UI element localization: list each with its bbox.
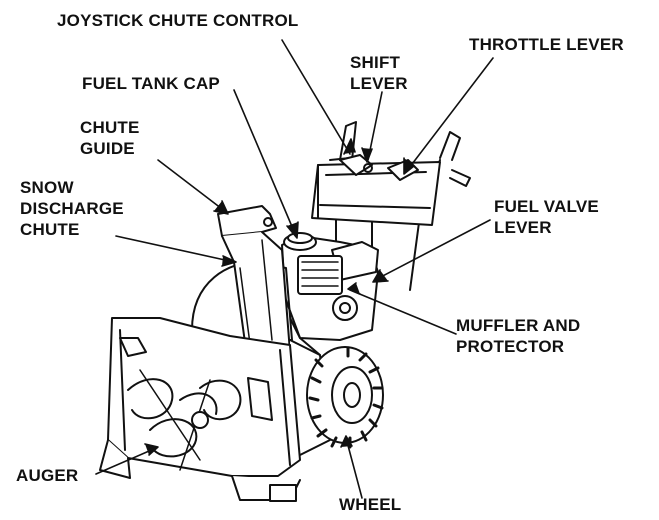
label-shift-lever-line-2: LEVER [350,74,408,93]
label-fuel-valve-lever-line-2: LEVER [494,218,552,237]
label-snow-discharge-chute-line-1: SNOW [20,178,74,197]
label-snow-discharge-chute: SNOW DISCHARGE CHUTE [20,177,124,240]
label-fuel-tank-cap: FUEL TANK CAP [82,74,220,93]
label-throttle-lever: THROTTLE LEVER [469,35,624,54]
auger-leader [95,447,157,475]
fuel-cap-leader [233,89,297,237]
label-fuel-valve-lever-line-1: FUEL VALVE [494,197,599,216]
wheel-leader [345,437,363,499]
muffler-leader [349,289,457,335]
muffler [297,255,358,321]
label-joystick-chute-control: JOYSTICK CHUTE CONTROL [57,11,299,30]
label-shift-lever-line-1: SHIFT [350,53,401,72]
discharge-chute-leader [115,235,235,263]
label-chute-guide-line-2: GUIDE [80,139,135,158]
label-muffler-and-protector-line-2: PROTECTOR [456,337,565,356]
label-shift-lever: SHIFT LEVER [350,52,408,94]
label-wheel: WHEEL [339,495,402,514]
shift-leader [367,91,383,161]
fuel-valve-leader [374,219,491,281]
label-muffler-and-protector: MUFFLER AND PROTECTOR [456,315,580,357]
chute-guide-leader [157,159,227,213]
joystick-leader [281,39,351,155]
label-chute-guide-line-1: CHUTE [80,118,140,137]
discharge-chute [217,205,291,353]
leader-lines [95,39,494,499]
label-snow-discharge-chute-line-2: DISCHARGE [20,199,124,218]
control-panel [311,154,441,226]
label-chute-guide: CHUTE GUIDE [80,117,140,159]
label-fuel-valve-lever: FUEL VALVE LEVER [494,196,599,238]
throttle-leader [405,57,494,173]
auger [127,369,242,471]
label-snow-discharge-chute-line-3: CHUTE [20,220,80,239]
wheel [306,346,384,449]
label-auger: AUGER [16,466,79,485]
label-muffler-and-protector-line-1: MUFFLER AND [456,316,581,335]
